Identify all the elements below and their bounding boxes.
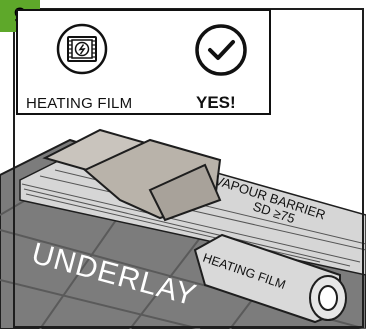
product-label: HEATING FILM [26,95,132,112]
compatibility-box: HEATING FILM YES! [16,9,271,115]
checkmark-circle-icon [194,23,248,77]
wall-outline [271,0,366,195]
heating-film-icon [56,23,108,75]
answer-label: YES! [196,93,236,113]
